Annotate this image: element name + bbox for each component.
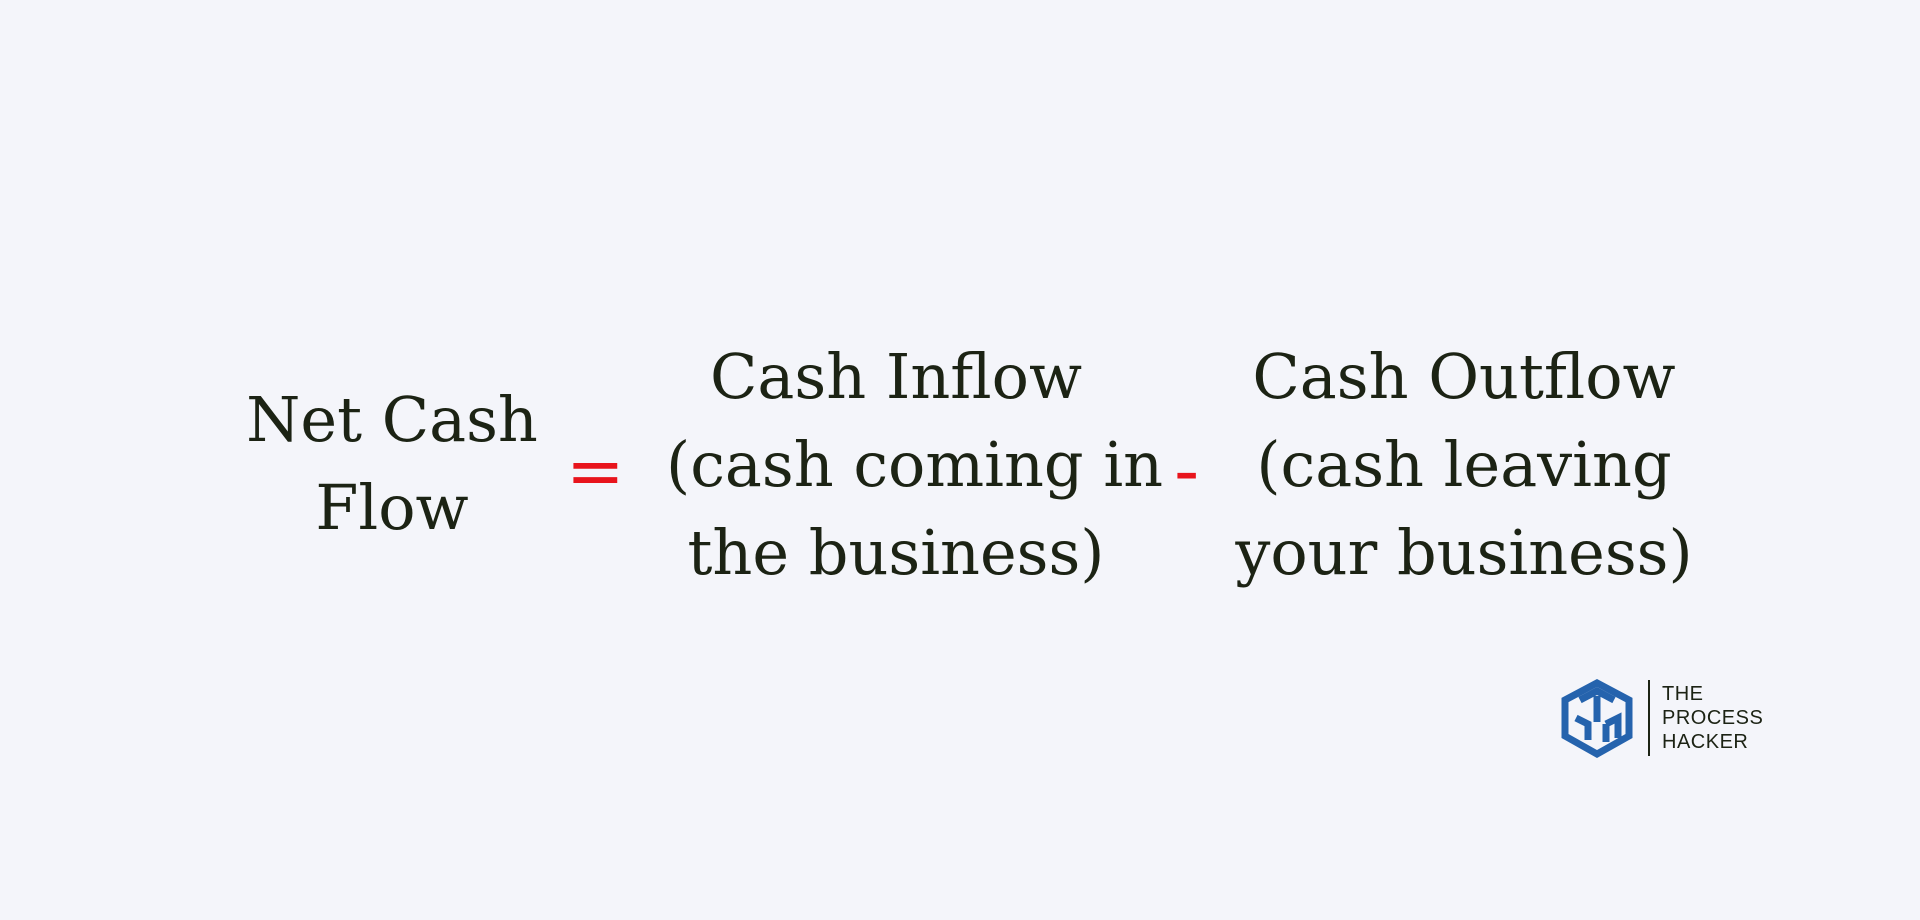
term-line: your business) bbox=[1235, 516, 1693, 589]
equals-operator: = bbox=[566, 430, 625, 512]
net-cash-flow-term: Net Cash Flow bbox=[242, 376, 542, 552]
logo-wordmark: THE PROCESS HACKER bbox=[1662, 682, 1763, 754]
term-line: Net Cash bbox=[246, 383, 538, 456]
term-line: Flow bbox=[315, 471, 469, 544]
term-line: (cash coming in bbox=[666, 428, 1164, 501]
logo-line: HACKER bbox=[1662, 731, 1749, 753]
minus-operator: - bbox=[1174, 430, 1200, 512]
cash-inflow-term: Cash Inflow (cash coming in the business… bbox=[666, 333, 1164, 597]
logo-line: THE bbox=[1662, 683, 1704, 705]
logo-divider bbox=[1648, 680, 1650, 756]
term-line: Cash Outflow bbox=[1252, 340, 1676, 413]
term-line: (cash leaving bbox=[1256, 428, 1672, 501]
cube-logo-icon bbox=[1561, 679, 1633, 758]
term-line: Cash Inflow bbox=[709, 340, 1083, 413]
term-line: the business) bbox=[687, 516, 1105, 589]
cash-outflow-term: Cash Outflow (cash leaving your business… bbox=[1234, 333, 1694, 597]
logo-line: PROCESS bbox=[1662, 707, 1764, 729]
process-hacker-logo: THE PROCESS HACKER bbox=[1560, 678, 1780, 758]
